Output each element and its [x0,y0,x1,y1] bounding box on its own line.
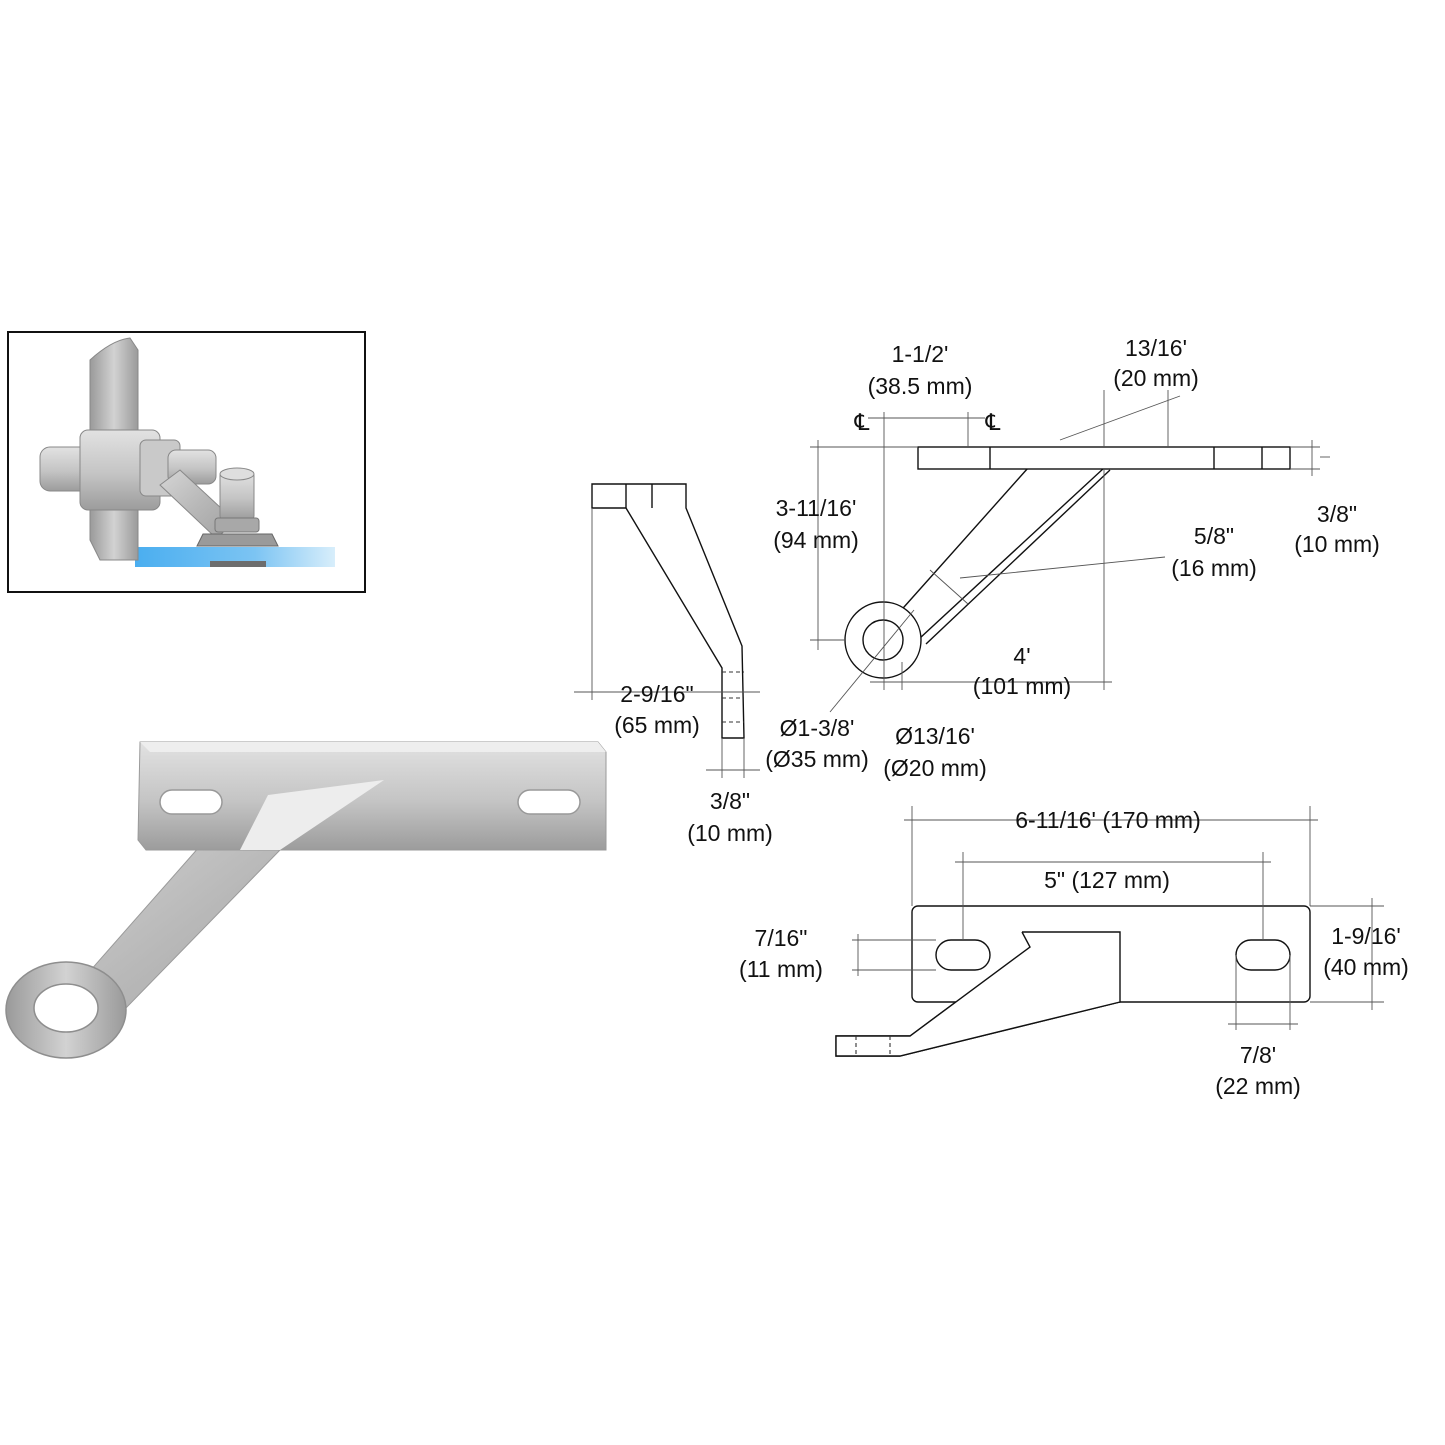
bracket-product-photo [5,741,607,1059]
front-arm-fill [836,932,1120,1056]
photo-slot-right [517,789,581,815]
plate-width-label: 1-9/16' [1331,923,1401,949]
side-height-mm: (65 mm) [614,712,700,738]
side-thickness-label: 3/8" [710,788,750,814]
centerline-symbol-2: ℄ [985,409,1001,435]
photo-eye-hole [33,983,99,1033]
side-thickness-mm: (10 mm) [687,820,773,846]
glass-washer [196,533,279,547]
center-spacing-mm: (38.5 mm) [868,373,973,399]
top-height-label: 3-11/16' [776,495,857,521]
centerline-symbol-1: ℄ [854,409,870,435]
photo-plate-top [140,742,606,752]
glass-bolt-top [219,467,255,481]
arm-offset-mm: (20 mm) [1113,365,1199,391]
plate-thickness-mm: (10 mm) [1294,531,1380,557]
side-height-label: 2-9/16" [620,681,693,707]
top-arm [895,467,1106,639]
photo-arm-highlight [240,780,384,850]
glass-backplate [210,561,266,567]
front-slot-right [1235,939,1291,971]
spider-fitting-illustration-icon [39,337,335,567]
side-view: 2-9/16" (65 mm) 3/8" (10 mm) [574,483,773,846]
reach-label: 4' [1013,643,1030,669]
arm-width-dim-line [929,569,969,605]
front-view: 6-11/16' (170 mm) 5" (127 mm) 7/16" (11 … [739,806,1409,1099]
top-eye-inner [862,619,904,661]
center-spacing-label: 1-1/2' [892,341,949,367]
overall-length-label: 6-11/16' (170 mm) [1015,807,1200,833]
outer-dia-label: Ø1-3/8' [780,715,855,741]
inner-dia-mm: (Ø20 mm) [883,755,987,781]
installed-view-inset [7,331,366,593]
top-view: ℄ ℄ 1-1/2' (38.5 mm) 13/16' (20 mm) 3-11… [765,335,1380,781]
arm-width-leader [959,556,1166,579]
slot-length-label: 7/8' [1240,1042,1276,1068]
arm-width-mm: (16 mm) [1171,555,1257,581]
slot-height-label: 7/16" [755,925,808,951]
front-arm-outline [835,931,1121,1057]
glass-bolt-nut [214,517,260,533]
arm-width-label: 5/8" [1194,523,1234,549]
reach-mm: (101 mm) [973,673,1071,699]
top-height-mm: (94 mm) [773,527,859,553]
plate-thickness-label: 3/8" [1317,501,1357,527]
slot-height-mm: (11 mm) [739,956,823,982]
glass-panel [135,547,335,567]
inner-dia-label: Ø13/16' [895,723,975,749]
front-slot-left [935,939,991,971]
slot-spacing-label: 5" (127 mm) [1044,867,1170,893]
top-plate [917,446,1291,470]
outer-dia-leader [829,609,915,713]
top-arm-edge [925,469,1111,645]
arm-offset-dim-line [1059,395,1181,441]
slot-length-mm: (22 mm) [1215,1073,1301,1099]
photo-slot-left [159,789,223,815]
outer-dia-mm: (Ø35 mm) [765,746,869,772]
side-profile [591,483,745,739]
plate-width-mm: (40 mm) [1323,954,1409,980]
arm-offset-label: 13/16' [1125,335,1187,361]
